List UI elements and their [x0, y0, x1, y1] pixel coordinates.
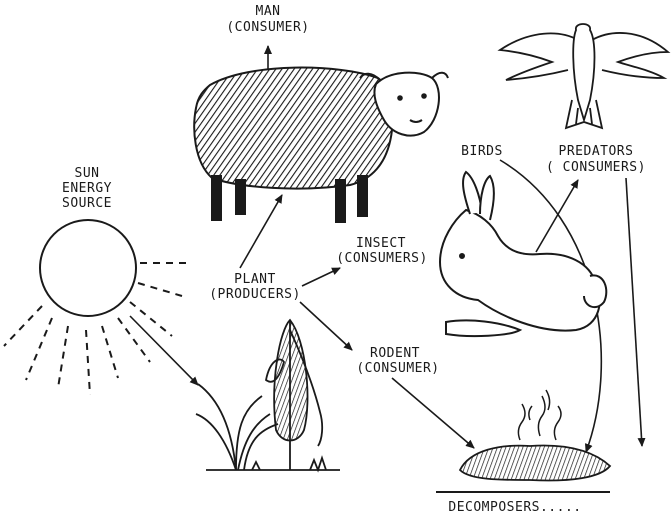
sun-rays [4, 263, 186, 395]
predators-label: PREDATORS [546, 144, 646, 159]
arrow-sun-to-plant [130, 316, 198, 385]
arrow-rabbit-to-predators [536, 180, 578, 252]
insect-role-label: (CONSUMERS) [330, 251, 434, 266]
man-role-label: (CONSUMER) [208, 20, 328, 35]
plant-role-label: (PRODUCERS) [200, 287, 310, 302]
arrow-predators-to-decomposers [626, 178, 642, 446]
predator-bird-illustration [500, 24, 668, 128]
birds-label: BIRDS [452, 144, 512, 159]
sun-label-line3: SOURCE [44, 196, 130, 211]
rabbit-illustration [440, 172, 606, 336]
decomposers-illustration [436, 390, 610, 492]
plants-illustration [196, 320, 340, 470]
man-label: MAN [228, 4, 308, 19]
arrow-plant-to-insect [302, 268, 340, 286]
sheep-illustration [194, 68, 448, 222]
plant-label: PLANT [210, 272, 300, 287]
arrow-rodent-to-decomposers [392, 378, 474, 448]
arrow-plant-to-rodent [300, 302, 352, 350]
sun-label-line2: ENERGY [44, 181, 130, 196]
rodent-role-label: (CONSUMER) [348, 361, 448, 376]
insect-label: INSECT [336, 236, 426, 251]
sun-label-line1: SUN [52, 166, 122, 181]
rodent-label: RODENT [350, 346, 440, 361]
decomposers-label: DECOMPOSERS..... [440, 500, 590, 515]
predators-role-label: ( CONSUMERS) [536, 160, 656, 175]
sun [4, 220, 186, 395]
arrow-plant-to-sheep [240, 195, 282, 268]
